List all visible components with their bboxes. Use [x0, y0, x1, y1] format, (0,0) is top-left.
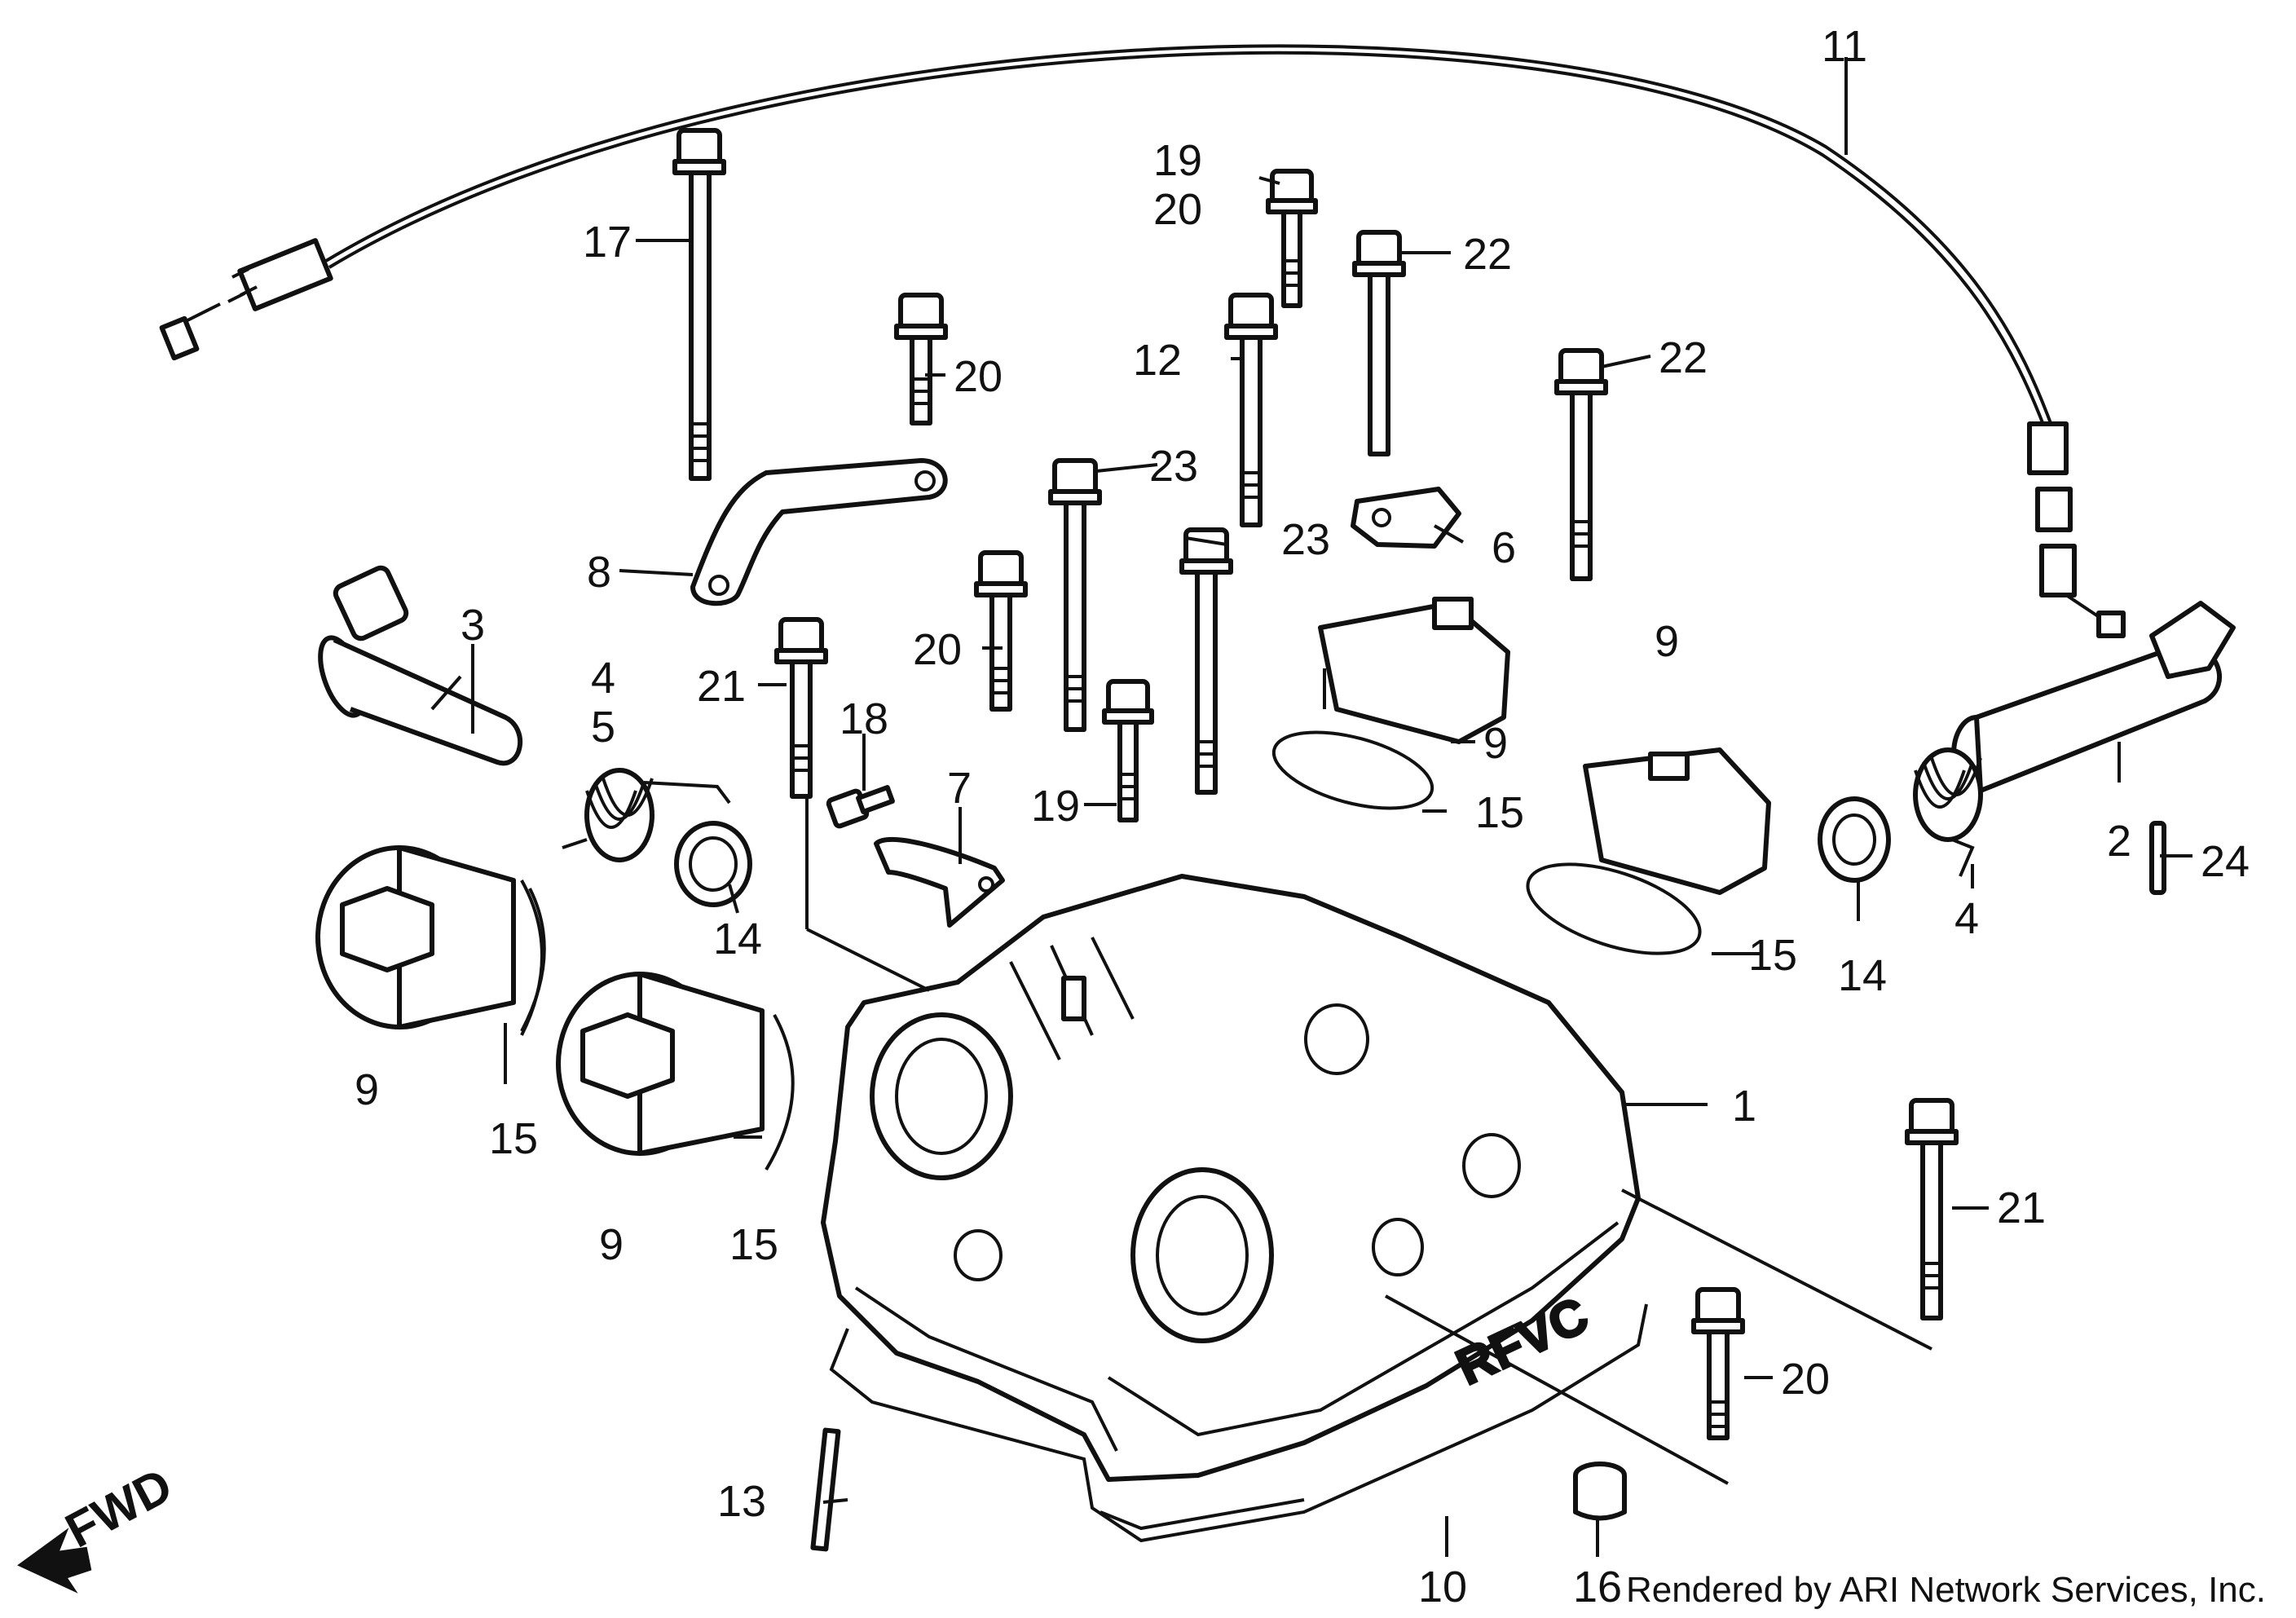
credit-text: Rendered by ARI Network Services, Inc.	[1626, 1570, 2266, 1610]
pin-13	[810, 1427, 841, 1552]
callout-9-lower-right: 9	[1655, 617, 1679, 666]
cable-part-11	[159, 44, 2126, 638]
fwd-direction-arrow: FWD	[17, 1457, 181, 1594]
callout-8: 8	[587, 548, 611, 597]
callout-4-left: 4	[591, 654, 615, 703]
callout-23-right: 23	[1281, 515, 1330, 564]
callout-13: 13	[717, 1477, 766, 1526]
callout-20-top: 20	[1153, 185, 1202, 234]
callout-10: 10	[1418, 1563, 1467, 1611]
callout-9-top-right: 9	[1483, 719, 1508, 768]
oring-15-lower-right	[1526, 862, 1702, 955]
bolt-18	[826, 785, 895, 829]
part-7-bracket	[874, 836, 1005, 928]
callout-5: 5	[591, 703, 615, 752]
part-6-clip	[1351, 487, 1461, 549]
callout-3: 3	[461, 601, 485, 650]
callout-23-left: 23	[1149, 442, 1198, 491]
bolt-22-right	[1554, 348, 1608, 581]
bolt-20-upper-left	[894, 293, 948, 425]
callout-15-top-right: 15	[1475, 788, 1524, 837]
bolt-17	[672, 128, 726, 481]
callout-12: 12	[1133, 336, 1182, 385]
callout-labels: 11 1 2 24 4 14 15 9 15 9 6 22 22 12 23 2…	[355, 22, 2250, 1611]
oring-15-top-right	[1271, 730, 1434, 810]
spring-4-right	[1913, 747, 1983, 877]
cap-9-left-inner	[556, 972, 765, 1156]
bolt-19-lower	[1102, 679, 1154, 822]
oring-15-left-inner	[765, 1014, 795, 1171]
cap-9-top-right	[1318, 597, 1510, 744]
callout-21-right: 21	[1997, 1184, 2046, 1232]
leader-lines	[471, 57, 2192, 1557]
callout-15-left-inner: 15	[729, 1220, 778, 1269]
seal-14-right	[1818, 796, 1891, 883]
oring-15-left-outer	[520, 888, 546, 1032]
callout-14-right: 14	[1838, 951, 1887, 1000]
bolt-23-left	[1048, 458, 1102, 732]
bolt-19-20-top	[1266, 169, 1318, 308]
dowel-16	[1573, 1461, 1627, 1521]
pin-24	[2149, 821, 2166, 895]
bolt-22-upper	[1352, 230, 1406, 456]
callout-15-lower-right: 15	[1748, 931, 1797, 980]
callout-7: 7	[947, 764, 972, 813]
callout-22-upper: 22	[1463, 230, 1512, 279]
cylinder-head-cover-1	[821, 874, 1641, 1482]
bolt-20-lower	[1691, 1287, 1745, 1440]
callout-15-left-outer: 15	[489, 1114, 538, 1163]
bolt-20-middle	[974, 550, 1028, 712]
seal-14-left	[674, 821, 752, 907]
callout-20-upper-left: 20	[954, 352, 1003, 401]
fwd-label: FWD	[57, 1457, 181, 1558]
callout-21-left: 21	[697, 662, 746, 711]
callout-1: 1	[1732, 1082, 1756, 1131]
shaft-3	[318, 565, 522, 766]
bolt-12	[1224, 293, 1278, 527]
gasket-10	[829, 1303, 1648, 1543]
bracket-8	[690, 458, 948, 606]
callout-19-top: 19	[1153, 136, 1202, 185]
callout-11: 11	[1822, 22, 1867, 71]
callout-4-right: 4	[1954, 894, 1979, 943]
callout-6: 6	[1492, 523, 1516, 572]
callout-2: 2	[2107, 817, 2131, 866]
cap-9-lower-right	[1583, 747, 1771, 895]
callout-20-middle: 20	[913, 625, 962, 674]
callout-14-left: 14	[713, 915, 762, 963]
callout-9-left-inner: 9	[599, 1220, 624, 1269]
callout-9-left-outer: 9	[355, 1065, 379, 1114]
callout-16: 16	[1573, 1563, 1622, 1611]
bolt-23-right	[1179, 527, 1233, 795]
callout-24: 24	[2201, 837, 2250, 886]
callout-20-lower: 20	[1781, 1355, 1830, 1404]
spring-5	[562, 768, 731, 862]
bolt-21-left	[774, 617, 828, 799]
shaft-2	[1951, 601, 2236, 793]
cap-9-left-outer	[315, 845, 544, 1036]
bolt-21-right	[1905, 1098, 1959, 1320]
callout-22-right: 22	[1659, 333, 1708, 382]
callout-18: 18	[840, 694, 888, 743]
callout-17: 17	[583, 218, 632, 267]
callout-19-lower: 19	[1031, 782, 1080, 831]
